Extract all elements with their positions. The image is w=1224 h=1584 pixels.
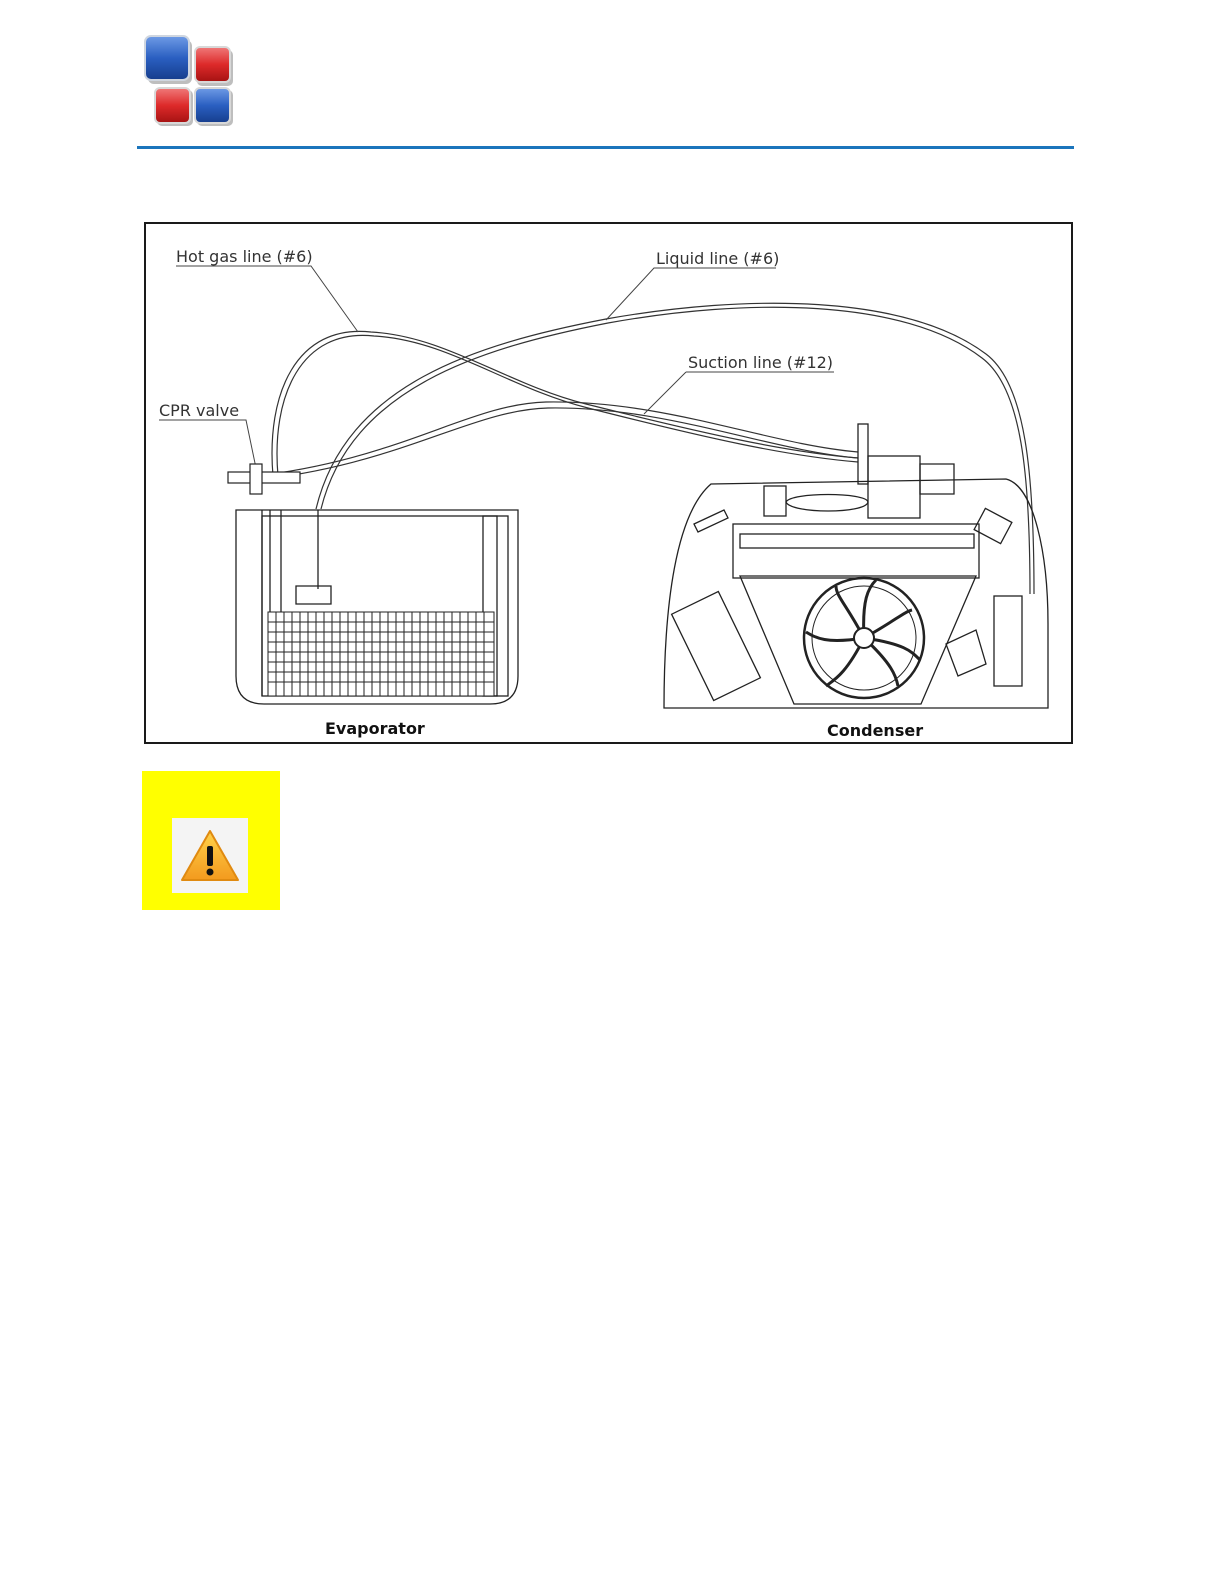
condenser-caption: Condenser: [827, 721, 923, 740]
warning-box: [142, 771, 280, 910]
liquid-line: [316, 303, 1034, 594]
refrigeration-lines-diagram: Hot gas line (#6) Liquid line (#6) Sucti…: [144, 222, 1073, 744]
company-logo: [140, 32, 240, 132]
suction-line-label: Suction line (#12): [688, 353, 833, 372]
header-rule: [137, 146, 1074, 149]
warning-icon-frame: [172, 818, 248, 893]
liquid-line-label: Liquid line (#6): [656, 249, 779, 268]
warning-icon: [172, 818, 248, 893]
condenser-fan: [804, 578, 924, 698]
evaporator-caption: Evaporator: [325, 719, 425, 738]
evaporator-coil: [268, 612, 494, 696]
suction-line: [236, 402, 858, 478]
cpr-valve-label: CPR valve: [159, 401, 239, 420]
condenser-unit: [664, 424, 1048, 708]
hot-gas-line-label: Hot gas line (#6): [176, 247, 313, 266]
